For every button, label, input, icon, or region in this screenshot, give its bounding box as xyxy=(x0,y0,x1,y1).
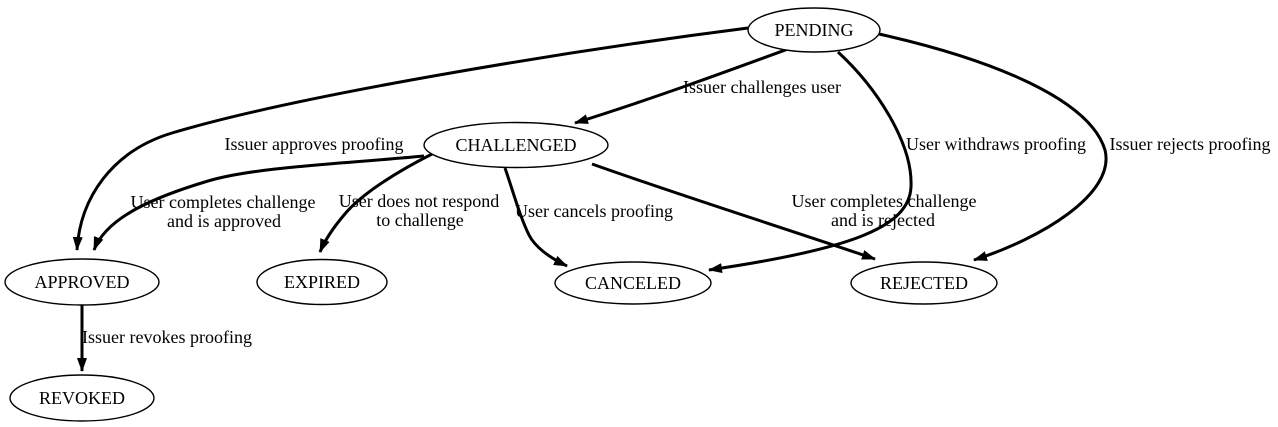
revoked-ellipse xyxy=(9,374,155,422)
edge-label-user-completes-challenge-rejected: User completes challenge and is rejected xyxy=(792,191,977,230)
rejected-label: REJECTED xyxy=(880,273,968,293)
pending-ellipse xyxy=(747,7,881,53)
edge-challenged-canceled xyxy=(503,167,568,268)
state-node-rejected: REJECTED xyxy=(850,261,998,305)
pending-label: PENDING xyxy=(775,20,854,40)
expired-ellipse xyxy=(256,258,388,306)
edge-label-issuer-challenges-user: Issuer challenges user xyxy=(683,77,841,97)
edge-label-user-does-not-respond: User does not respond to challenge xyxy=(339,191,499,230)
edge-challenged-rejected xyxy=(591,162,876,261)
edge-label-issuer-approves-proofing: Issuer approves proofing xyxy=(225,134,404,154)
challenged-label: CHALLENGED xyxy=(456,135,577,155)
edge-challenged-approved xyxy=(92,154,425,251)
svg-text:User completes challenge: User completes challenge xyxy=(131,192,316,212)
svg-text:User completes challenge: User completes challenge xyxy=(792,191,977,211)
nodes: PENDING CHALLENGED APPROVED EXPIRED CANC… xyxy=(4,7,998,422)
revoked-label: REVOKED xyxy=(39,388,125,408)
edge-pending-canceled xyxy=(708,50,913,274)
edge-label-user-cancels-proofing: User cancels proofing xyxy=(515,201,673,221)
svg-text:and is rejected: and is rejected xyxy=(831,210,935,230)
expired-label: EXPIRED xyxy=(284,272,360,292)
svg-text:and is approved: and is approved xyxy=(167,211,281,231)
svg-text:to challenge: to challenge xyxy=(376,210,463,230)
state-node-approved: APPROVED xyxy=(4,258,160,306)
edge-pending-rejected xyxy=(878,32,1108,262)
edge-labels: Issuer challenges user Issuer approves p… xyxy=(82,77,1270,347)
state-node-expired: EXPIRED xyxy=(256,258,388,306)
state-node-revoked: REVOKED xyxy=(9,374,155,422)
svg-text:User does not respond: User does not respond xyxy=(339,191,499,211)
state-node-challenged: CHALLENGED xyxy=(423,121,609,169)
state-node-canceled: CANCELED xyxy=(554,261,712,305)
edge-label-user-withdraws-proofing: User withdraws proofing xyxy=(906,134,1086,154)
state-node-pending: PENDING xyxy=(747,7,881,53)
canceled-ellipse xyxy=(554,261,712,305)
edge-challenged-expired xyxy=(318,151,435,253)
edge-pending-approved xyxy=(72,26,749,251)
edge-label-user-completes-challenge-approved: User completes challenge and is approved xyxy=(131,192,316,231)
edges xyxy=(72,26,1108,372)
edge-label-issuer-revokes-proofing: Issuer revokes proofing xyxy=(82,327,252,347)
edge-label-issuer-rejects-proofing: Issuer rejects proofing xyxy=(1110,134,1271,154)
rejected-ellipse xyxy=(850,261,998,305)
edge-pending-challenged xyxy=(574,47,789,125)
challenged-ellipse xyxy=(423,121,609,169)
approved-label: APPROVED xyxy=(34,272,129,292)
approved-ellipse xyxy=(4,258,160,306)
canceled-label: CANCELED xyxy=(585,273,681,293)
